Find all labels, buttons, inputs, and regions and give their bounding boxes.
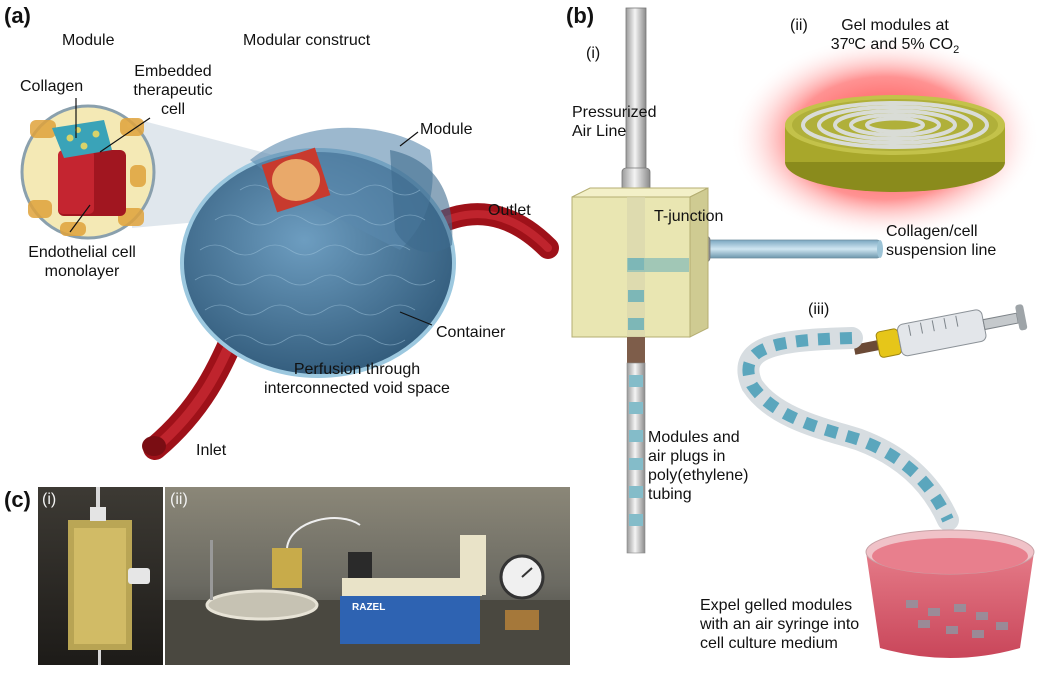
t-junction-label: T-junction <box>654 208 724 225</box>
expelled-module-stream <box>737 327 959 558</box>
pump-label: RAZEL <box>352 602 386 613</box>
container-label: Container <box>436 324 506 341</box>
photo-c-ii <box>165 487 570 665</box>
panel-c-label: (c) <box>4 487 31 512</box>
gel-modules-label: Gel modules at 37ºC and 5% CO2 <box>830 17 960 57</box>
b-i-label: (i) <box>586 45 601 62</box>
suspension-line <box>687 235 883 263</box>
outlet-label: Outlet <box>488 202 531 219</box>
t-junction-block <box>571 187 709 338</box>
b-iii-label: (iii) <box>808 301 830 318</box>
photo-c-i <box>38 487 163 665</box>
module-label: Module <box>420 121 473 138</box>
panel-b-label: (b) <box>566 3 595 28</box>
culture-dish <box>865 529 1035 658</box>
gel-module-dish <box>785 95 1005 192</box>
pressurized-air-line <box>621 7 651 197</box>
collagen-label: Collagen <box>20 78 84 95</box>
c-ii-label: (ii) <box>170 491 188 508</box>
modular-construct <box>180 127 456 378</box>
b-ii-label: (ii) <box>790 17 808 34</box>
panel-a-label: (a) <box>4 3 31 28</box>
inlet-label: Inlet <box>196 442 227 459</box>
module-title: Module <box>62 32 115 49</box>
module-tubing <box>626 337 646 554</box>
module-zoom <box>20 104 156 240</box>
construct-title: Modular construct <box>243 32 371 49</box>
c-i-label: (i) <box>42 491 57 508</box>
leader-lines-a <box>69 98 433 326</box>
air-syringe <box>853 304 1028 358</box>
